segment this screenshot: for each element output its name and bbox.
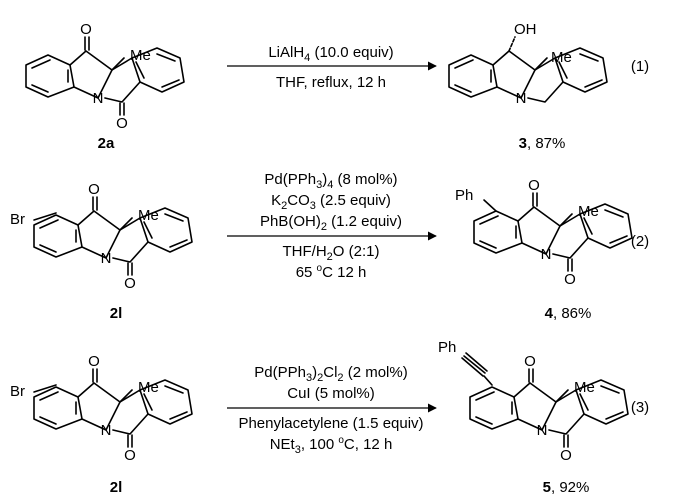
atom-oxygen-bottom: O xyxy=(116,115,128,132)
condition-phb-oh-2: PhB(OH)2 (1.2 equiv) xyxy=(260,213,402,233)
product-5-label: 5, 92% xyxy=(543,479,590,496)
substrate-2l: Br O Me N O xyxy=(10,353,193,464)
atom-hydroxyl: OH xyxy=(514,21,537,38)
condition-k2co3: K2CO3 (2.5 equiv) xyxy=(271,192,391,212)
atom-methyl: Me xyxy=(130,47,151,64)
atom-methyl: Me xyxy=(138,207,159,224)
atom-nitrogen: N xyxy=(101,422,112,439)
equation-number-1: (1) xyxy=(631,58,649,75)
atom-nitrogen: N xyxy=(516,90,527,107)
product-4-label: 4, 86% xyxy=(545,305,592,322)
atom-oxygen-bottom: O xyxy=(124,447,136,464)
condition-phenylacetylene: Phenylacetylene (1.5 equiv) xyxy=(238,415,423,432)
label-2l: 2l xyxy=(110,479,123,496)
atom-phenyl: Ph xyxy=(455,187,473,204)
product-4: Ph O Me N O xyxy=(455,177,633,288)
reaction-2: Br O Me N O 2l Pd(PPh3)4 (8 mol%) K2CO3 … xyxy=(10,171,649,322)
atom-nitrogen: N xyxy=(93,90,104,107)
reaction-1: O Me N O 2a LiAlH4 (10.0 equiv) THF, ref… xyxy=(25,21,649,152)
equation-number-2: (2) xyxy=(631,233,649,250)
atom-bromo: Br xyxy=(10,383,25,400)
label-2l: 2l xyxy=(110,305,123,322)
product-3-label: 3, 87% xyxy=(519,135,566,152)
condition-lialh4: LiAlH4 (10.0 equiv) xyxy=(268,44,393,64)
substrate-2l: Br O Me N O xyxy=(10,181,193,292)
condition-net3: NEt3, 100 oC, 12 h xyxy=(270,435,393,456)
atom-oxygen-bottom: O xyxy=(124,275,136,292)
label-2a: 2a xyxy=(98,135,115,152)
substrate-2a: O Me N O xyxy=(25,21,185,132)
atom-oxygen-bottom: O xyxy=(564,271,576,288)
equation-number-3: (3) xyxy=(631,399,649,416)
atom-methyl: Me xyxy=(551,49,572,66)
atom-methyl: Me xyxy=(574,379,595,396)
atom-oxygen-top: O xyxy=(524,353,536,370)
atom-oxygen-top: O xyxy=(88,181,100,198)
reaction-3: Br O Me N O 2l Pd(PPh3)2Cl2 (2 mol%) CuI… xyxy=(10,339,649,496)
atom-oxygen-bottom: O xyxy=(560,447,572,464)
condition-pd-pph3-2cl2: Pd(PPh3)2Cl2 (2 mol%) xyxy=(254,364,407,384)
product-5: Ph O Me N O xyxy=(438,339,629,464)
atom-oxygen-top: O xyxy=(88,353,100,370)
atom-phenyl: Ph xyxy=(438,339,456,356)
condition-thf-reflux: THF, reflux, 12 h xyxy=(276,74,386,91)
atom-nitrogen: N xyxy=(537,422,548,439)
atom-oxygen-top: O xyxy=(528,177,540,194)
atom-nitrogen: N xyxy=(101,250,112,267)
atom-oxygen-top: O xyxy=(80,21,92,38)
condition-pd-pph3-4: Pd(PPh3)4 (8 mol%) xyxy=(264,171,397,191)
product-3: OH Me N xyxy=(448,21,608,107)
atom-bromo: Br xyxy=(10,211,25,228)
condition-thf-h2o: THF/H2O (2:1) xyxy=(283,243,380,263)
atom-methyl: Me xyxy=(138,379,159,396)
atom-nitrogen: N xyxy=(541,246,552,263)
condition-temp-2: 65 oC 12 h xyxy=(296,263,367,281)
condition-cui: CuI (5 mol%) xyxy=(287,385,375,402)
atom-methyl: Me xyxy=(578,203,599,220)
